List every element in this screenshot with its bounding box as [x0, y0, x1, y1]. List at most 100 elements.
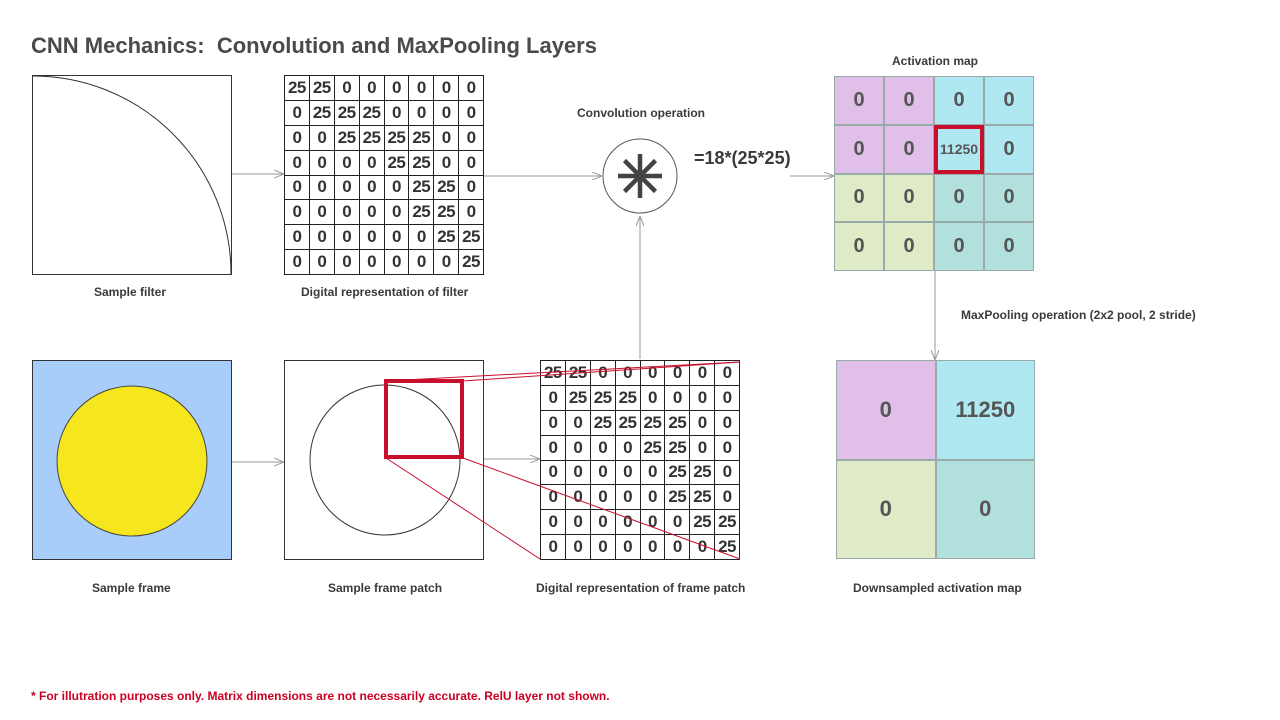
matrix-cell: 0 [665, 361, 691, 386]
matrix-cell: 0 [640, 535, 666, 560]
matrix-cell: 25 [541, 361, 566, 386]
matrix-cell: 0 [359, 225, 385, 251]
matrix-cell: 0 [309, 150, 335, 176]
matrix-cell: 25 [590, 410, 616, 436]
matrix-cell: 11250 [935, 360, 1035, 460]
matrix-cell: 0 [834, 222, 884, 271]
matrix-cell: 0 [459, 200, 484, 226]
matrix-cell: 0 [984, 222, 1034, 271]
matrix-cell: 0 [884, 76, 934, 125]
matrix-cell: 0 [359, 200, 385, 226]
matrix-cell: 25 [285, 76, 310, 101]
matrix-cell: 25 [565, 361, 591, 386]
matrix-cell: 0 [409, 250, 435, 275]
maxpool-operation-label: MaxPooling operation (2x2 pool, 2 stride… [961, 308, 1196, 322]
matrix-cell: 0 [565, 485, 591, 511]
matrix-cell: 0 [565, 410, 591, 436]
matrix-cell: 11250 [934, 124, 984, 174]
matrix-cell: 0 [285, 100, 310, 126]
matrix-cell: 25 [409, 150, 435, 176]
convolution-operator-icon [602, 138, 678, 214]
matrix-cell: 25 [334, 100, 360, 126]
matrix-cell: 0 [836, 459, 936, 559]
matrix-cell: 25 [615, 410, 641, 436]
matrix-cell: 0 [309, 225, 335, 251]
conv-operation-label: Convolution operation [577, 106, 705, 120]
matrix-cell: 25 [434, 175, 460, 201]
sample-frame-patch-label: Sample frame patch [328, 581, 443, 595]
matrix-cell: 25 [409, 200, 435, 226]
matrix-cell: 0 [834, 124, 884, 174]
matrix-cell: 0 [590, 535, 616, 560]
matrix-cell: 0 [409, 100, 435, 126]
matrix-cell: 0 [541, 535, 566, 560]
matrix-cell: 0 [459, 100, 484, 126]
matrix-cell: 0 [384, 250, 410, 275]
matrix-cell: 25 [690, 485, 716, 511]
matrix-cell: 0 [715, 460, 740, 486]
matrix-cell: 0 [359, 150, 385, 176]
matrix-cell: 0 [334, 76, 360, 101]
matrix-cell: 25 [384, 150, 410, 176]
matrix-cell: 0 [334, 175, 360, 201]
matrix-cell: 0 [434, 76, 460, 101]
matrix-cell: 25 [590, 385, 616, 411]
matrix-cell: 0 [285, 225, 310, 251]
matrix-cell: 0 [434, 250, 460, 275]
matrix-cell: 0 [665, 385, 691, 411]
matrix-cell: 0 [459, 76, 484, 101]
matrix-cell: 0 [334, 200, 360, 226]
matrix-cell: 0 [884, 173, 934, 223]
matrix-cell: 0 [434, 100, 460, 126]
matrix-cell: 25 [309, 100, 335, 126]
matrix-cell: 0 [459, 125, 484, 151]
matrix-cell: 0 [384, 225, 410, 251]
matrix-cell: 25 [690, 510, 716, 536]
matrix-cell: 25 [690, 460, 716, 486]
matrix-cell: 0 [615, 361, 641, 386]
matrix-cell: 0 [384, 100, 410, 126]
matrix-cell: 0 [459, 150, 484, 176]
matrix-cell: 25 [665, 435, 691, 461]
sample-frame-patch-image [284, 360, 484, 560]
matrix-cell: 0 [640, 485, 666, 511]
matrix-cell: 0 [285, 150, 310, 176]
matrix-cell: 0 [934, 173, 984, 223]
matrix-cell: 25 [409, 175, 435, 201]
convolution-formula: =18*(25*25) [694, 148, 791, 168]
matrix-cell: 0 [459, 175, 484, 201]
matrix-cell: 0 [640, 460, 666, 486]
matrix-cell: 25 [565, 385, 591, 411]
matrix-cell: 0 [884, 124, 934, 174]
matrix-cell: 0 [541, 435, 566, 461]
matrix-cell: 0 [434, 150, 460, 176]
matrix-cell: 25 [409, 125, 435, 151]
matrix-cell: 0 [615, 435, 641, 461]
matrix-cell: 0 [836, 360, 936, 460]
matrix-cell: 0 [541, 410, 566, 436]
matrix-cell: 0 [690, 535, 716, 560]
filter-digital-label: Digital representation of filter [301, 285, 469, 299]
matrix-cell: 0 [334, 250, 360, 275]
matrix-cell: 25 [359, 125, 385, 151]
matrix-cell: 0 [359, 175, 385, 201]
matrix-cell: 0 [565, 460, 591, 486]
matrix-cell: 0 [984, 76, 1034, 125]
matrix-cell: 25 [309, 76, 335, 101]
matrix-cell: 0 [834, 76, 884, 125]
matrix-cell: 0 [640, 385, 666, 411]
matrix-cell: 0 [285, 175, 310, 201]
matrix-cell: 0 [935, 459, 1035, 559]
matrix-cell: 0 [665, 535, 691, 560]
matrix-cell: 0 [934, 222, 984, 271]
outline-circle-shape [309, 384, 461, 536]
matrix-cell: 0 [334, 225, 360, 251]
matrix-cell: 25 [359, 100, 385, 126]
matrix-cell: 0 [384, 200, 410, 226]
matrix-cell: 0 [359, 250, 385, 275]
matrix-cell: 25 [715, 510, 740, 536]
matrix-cell: 0 [541, 460, 566, 486]
